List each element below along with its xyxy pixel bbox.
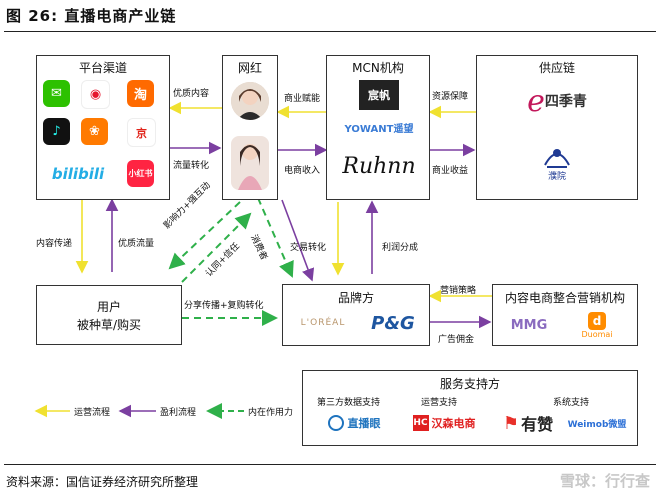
footer-rule — [4, 464, 656, 465]
label-ad-commission: 广告佣金 — [438, 335, 475, 345]
service-box: 服务支持方 第三方数据支持 运营支持 系统支持 直播眼 HC 汉森电商 ⚑ 有赞… — [302, 370, 638, 446]
kuaishou-icon: ❀ — [81, 118, 108, 145]
arrow-recognition — [181, 212, 252, 283]
supply-title: 供应链 — [538, 61, 575, 75]
service-col1-label: 第三方数据支持 — [317, 398, 381, 408]
wechat-icon: ✉ — [43, 80, 70, 107]
legend-profit-label: 盈利流程 — [160, 408, 197, 418]
label-marketing-strategy: 营销策略 — [440, 286, 477, 296]
brand-box: 品牌方 L'ORÉAL P&G — [282, 284, 430, 346]
label-quality-traffic: 优质流量 — [118, 239, 155, 249]
sijiqing-e-icon: e — [527, 83, 545, 119]
duomai-d-icon: d — [588, 311, 606, 330]
source-note: 资料来源：国信证券经济研究所整理 — [6, 475, 199, 489]
label-trade-conversion: 交易转化 — [290, 243, 327, 253]
pg-logo: P&G — [371, 312, 415, 334]
jd-icon: 京 — [127, 118, 156, 147]
youzan-flag-icon: ⚑ — [502, 412, 520, 434]
label-business-empower: 商业赋能 — [284, 94, 321, 104]
watermark: 雪球：行行查 — [559, 472, 650, 490]
influencer-title: 网红 — [237, 61, 262, 75]
taobao-icon: 淘 — [127, 80, 154, 107]
label-profit-share: 利润分成 — [382, 243, 419, 253]
mcn-box: MCN机构 宸帆 YOWANT遥望 Ruhnn — [326, 55, 430, 200]
zhiboyan-logo: 直播眼 — [315, 411, 393, 435]
zhiboyan-icon — [327, 415, 344, 431]
bilibili-icon: bilibili — [43, 160, 113, 187]
puyuan-emblem-icon — [544, 148, 570, 168]
label-content-spread: 内容传递 — [36, 239, 73, 249]
agency-title: 内容电商整合营销机构 — [504, 291, 625, 305]
duomai-logo: d Duomai — [581, 311, 613, 339]
arrow-consumer — [257, 197, 294, 278]
hansen-logo: HC 汉森电商 — [412, 415, 476, 431]
title-rule — [4, 31, 656, 32]
label-quality-content: 优质内容 — [173, 89, 210, 99]
mcn-title: MCN机构 — [352, 61, 404, 75]
influencer-avatar-1 — [231, 82, 269, 120]
influencer-box: 网红 — [222, 55, 278, 200]
legend-ops-label: 运营流程 — [74, 408, 111, 418]
user-box: 用户 被种草/购买 — [36, 285, 182, 345]
weimob-logo: Weimob微盟 — [567, 419, 627, 430]
figure-title: 图 26: 直播电商产业链 — [6, 7, 177, 25]
mcn-logo-2: YOWANT遥望 — [344, 123, 414, 135]
agency-box: 内容电商整合营销机构 MMG d Duomai — [492, 284, 638, 346]
supply-box: 供应链 e 四季青 濮院 — [476, 55, 638, 200]
mcn-logo-1: 宸帆 — [359, 80, 399, 110]
mmg-logo: MMG — [510, 317, 548, 333]
arrow-influence — [168, 201, 241, 270]
label-ecommerce-income: 电商收入 — [284, 166, 321, 176]
xiaohongshu-icon: 小红书 — [127, 160, 154, 187]
legend-inner-label: 内在作用力 — [248, 408, 294, 418]
hansen-icon: HC — [412, 415, 429, 431]
platform-box: 平台渠道 ✉ ◉ 淘 ♪ ❀ 京 bilibili 小红书 — [36, 55, 170, 200]
label-seeding: 分享传播+复购转化 — [184, 301, 264, 311]
arrow-trade-conversion — [281, 199, 315, 282]
service-col3-label: 系统支持 — [553, 398, 590, 408]
label-business-profit: 商业收益 — [432, 166, 469, 176]
service-col2-label: 运营支持 — [421, 398, 458, 408]
supply-logo-2: 濮院 — [527, 136, 587, 186]
youzan-logo: ⚑ 有赞 — [502, 412, 554, 435]
mcn-logo-3: Ruhnn — [342, 153, 416, 179]
user-title: 用户 — [96, 300, 121, 314]
loreal-logo: L'ORÉAL — [300, 318, 346, 328]
douyin-icon: ♪ — [43, 118, 70, 145]
influencer-avatar-2 — [231, 136, 269, 190]
label-traffic-conversion: 流量转化 — [173, 161, 210, 171]
brand-title: 品牌方 — [337, 291, 374, 305]
user-subtitle: 被种草/购买 — [76, 318, 142, 332]
service-title: 服务支持方 — [439, 377, 500, 391]
platform-title: 平台渠道 — [78, 61, 127, 75]
supply-logo-1: e 四季青 — [527, 83, 587, 119]
label-resource-guarantee: 资源保障 — [432, 92, 469, 102]
weibo-icon: ◉ — [81, 80, 110, 109]
